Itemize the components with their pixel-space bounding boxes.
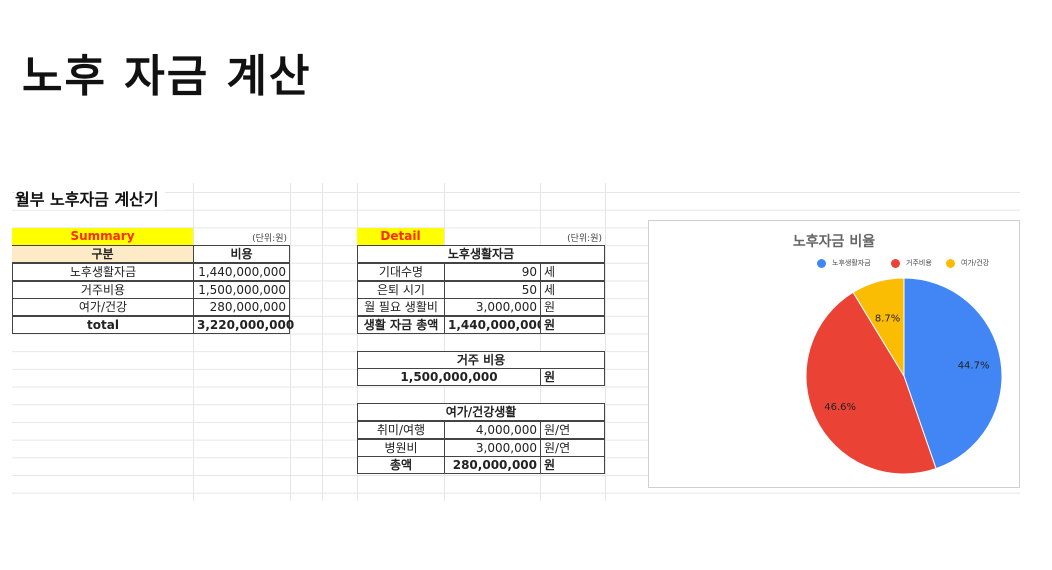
detail-label: Detail [357, 228, 444, 245]
detail-row-value: 90 [444, 263, 541, 281]
detail-row-value: 50 [444, 280, 541, 299]
legend-item: 여가/건강 [946, 258, 989, 268]
detail-row-unit: 원 [540, 316, 605, 335]
summary-header-category: 구분 [12, 245, 194, 263]
detail-row-value: 3,000,000 [444, 298, 541, 317]
detail-row-unit: 세 [540, 263, 605, 281]
pie-data-label: 44.7% [958, 360, 990, 371]
summary-row-label: 여가/건강 [12, 298, 194, 317]
detail-row-label: 은퇴 시기 [357, 280, 445, 299]
summary-label: Summary [12, 228, 193, 245]
detail-row-label: 생활 자금 총액 [357, 316, 445, 335]
living-header: 노후생활자금 [357, 245, 605, 263]
pie-svg: 44.7% 46.6% 8.7% [805, 277, 1003, 475]
detail-row-value: 1,440,000,000 [444, 316, 545, 335]
detail-row-label: 취미/여행 [357, 421, 445, 439]
summary-row-value: 1,500,000,000 [193, 280, 290, 299]
detail-row-label: 병원비 [357, 438, 445, 457]
housing-unit: 원 [540, 368, 605, 386]
detail-row-unit: 원/연 [540, 438, 605, 457]
pie-slice[interactable] [805, 291, 937, 475]
summary-unit: (단위:원) [252, 234, 287, 244]
pie-chart[interactable]: 노후자금 비율 노후생활자금 거주비용 여가/건강 44.7% 46.6% 8.7% [648, 220, 1020, 488]
summary-total-value: 3,220,000,000 [193, 316, 294, 334]
summary-header-cost: 비용 [193, 245, 290, 263]
page-title: 노후 자금 계산 [22, 51, 312, 102]
detail-unit: (단위:원) [567, 234, 602, 244]
pie-data-label: 8.7% [875, 313, 900, 324]
detail-row-unit: 세 [540, 280, 605, 299]
leisure-header: 여가/건강생활 [357, 403, 605, 421]
pie-slice[interactable] [852, 277, 905, 378]
detail-row-unit: 원 [540, 298, 605, 317]
detail-row-label: 월 필요 생활비 [357, 298, 445, 317]
detail-row-value: 280,000,000 [444, 456, 541, 475]
housing-header: 거주 비용 [357, 351, 605, 369]
chart-title: 노후자금 비율 [792, 234, 876, 250]
legend-dot-icon [891, 258, 900, 268]
detail-row-value: 4,000,000 [444, 421, 541, 439]
detail-row-label: 총액 [357, 456, 445, 475]
summary-row-label: 거주비용 [12, 280, 194, 299]
legend-dot-icon [817, 258, 826, 268]
pie-data-label: 46.6% [824, 402, 856, 413]
detail-row-unit: 원/연 [540, 421, 605, 439]
summary-row-value: 1,440,000,000 [193, 263, 290, 281]
detail-row-label: 기대수명 [357, 263, 445, 281]
detail-row-value: 3,000,000 [444, 438, 541, 457]
legend-item: 거주비용 [891, 258, 932, 268]
sheet-title: 월부 노후자금 계산기 [15, 186, 165, 210]
legend-dot-icon [946, 258, 955, 268]
summary-total-label: total [12, 316, 194, 334]
summary-row-value: 280,000,000 [193, 298, 290, 317]
summary-row-label: 노후생활자금 [12, 263, 194, 281]
housing-value: 1,500,000,000 [357, 368, 541, 386]
pie-slice[interactable] [903, 277, 1003, 470]
legend-item: 노후생활자금 [817, 258, 871, 268]
detail-row-unit: 원 [540, 456, 605, 475]
